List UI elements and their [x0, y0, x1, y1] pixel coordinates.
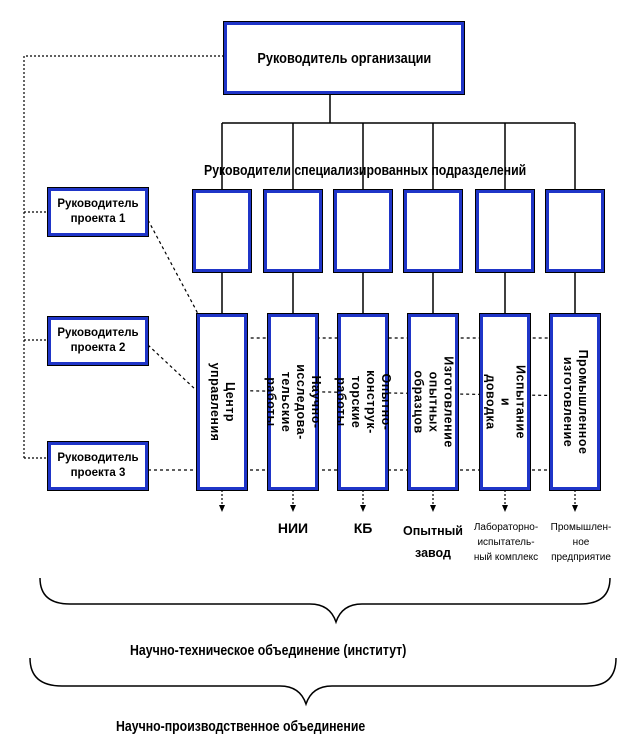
- bottom-label-nii: НИИ: [277, 520, 309, 536]
- organization-head-label: Руководитель организации: [257, 49, 431, 67]
- department-box-production: Промышленное изготовление: [549, 313, 601, 491]
- department-label-control-center: Центр управления: [208, 362, 237, 442]
- department-box-research: Научно-исследова- тельские работы: [264, 313, 323, 491]
- grouping-production-label: Научно-производственное объединение: [116, 718, 366, 735]
- specialized-head-box-3: [333, 189, 393, 273]
- department-label-design: Опытно-конструк- торские работы: [334, 370, 393, 434]
- specialized-head-box-2: [263, 189, 323, 273]
- department-box-design: Опытно-конструк- торские работы: [334, 313, 393, 491]
- department-box-control-center: Центр управления: [196, 313, 248, 491]
- specialized-head-box-6: [545, 189, 605, 273]
- specialized-heading: Руководители специализированных подразде…: [204, 162, 527, 179]
- department-label-production: Промышленное изготовление: [561, 349, 590, 455]
- department-label-prototype: Изготовление опытных образцов: [411, 356, 456, 448]
- bottom-label-industrial-enterprise: Промышлен- ное предприятие: [550, 522, 612, 563]
- bottom-label-kb: КБ: [353, 520, 373, 536]
- project-manager-1: Руководитель проекта 1: [47, 187, 149, 237]
- bottom-label-test-lab: Лабораторно- испытатель- ный комплекс: [473, 522, 539, 563]
- project-manager-2: Руководитель проекта 2: [47, 316, 149, 366]
- grouping-institute-label: Научно-техническое объединение (институт…: [130, 642, 407, 659]
- department-box-testing: Испытание и доводка: [479, 313, 531, 491]
- department-label-testing: Испытание и доводка: [483, 365, 528, 439]
- department-label-research: Научно-исследова- тельские работы: [264, 364, 323, 440]
- organization-head-box: Руководитель организации: [223, 21, 465, 95]
- specialized-head-box-1: [192, 189, 252, 273]
- specialized-head-box-4: [403, 189, 463, 273]
- specialized-head-box-5: [475, 189, 535, 273]
- bottom-label-pilot-plant: Опытный завод: [403, 524, 463, 560]
- department-box-prototype: Изготовление опытных образцов: [407, 313, 459, 491]
- project-manager-3: Руководитель проекта 3: [47, 441, 149, 491]
